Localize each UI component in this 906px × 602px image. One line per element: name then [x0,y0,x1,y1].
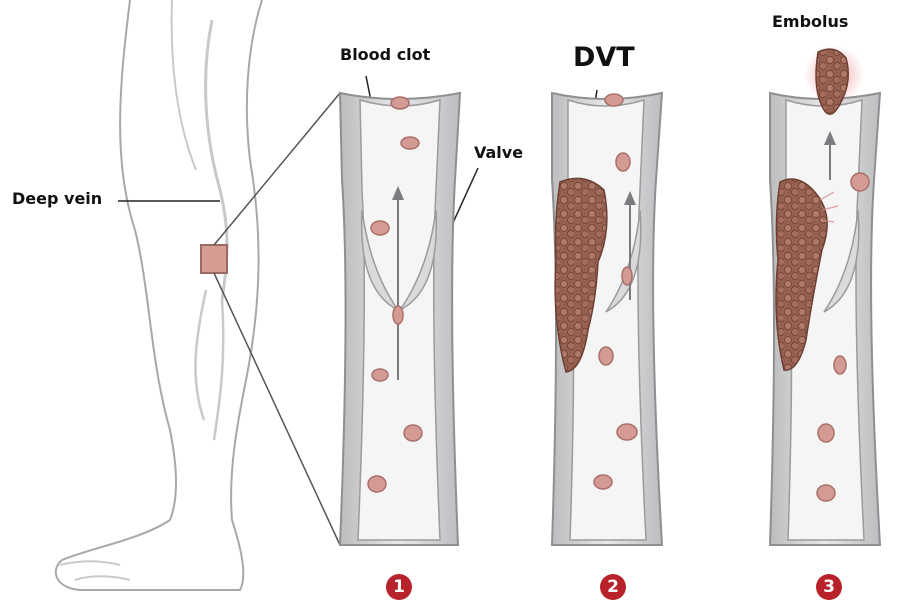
dvt-label: DVT [573,42,635,73]
embolus-label: Embolus [772,12,848,31]
vein-panel-1 [340,93,460,545]
blood-clot-label: Blood clot [340,45,430,64]
leg-drawing [56,0,262,590]
step-badge-1: 1 [386,574,412,600]
deep-vein-label: Deep vein [12,189,102,208]
zoom-lines [214,93,340,545]
step-badge-2: 2 [600,574,626,600]
highlight-box [201,245,227,273]
vein-panel-2 [552,93,662,545]
valve-label: Valve [474,143,523,162]
vein-panel-3 [770,45,880,545]
step-badge-3: 3 [816,574,842,600]
